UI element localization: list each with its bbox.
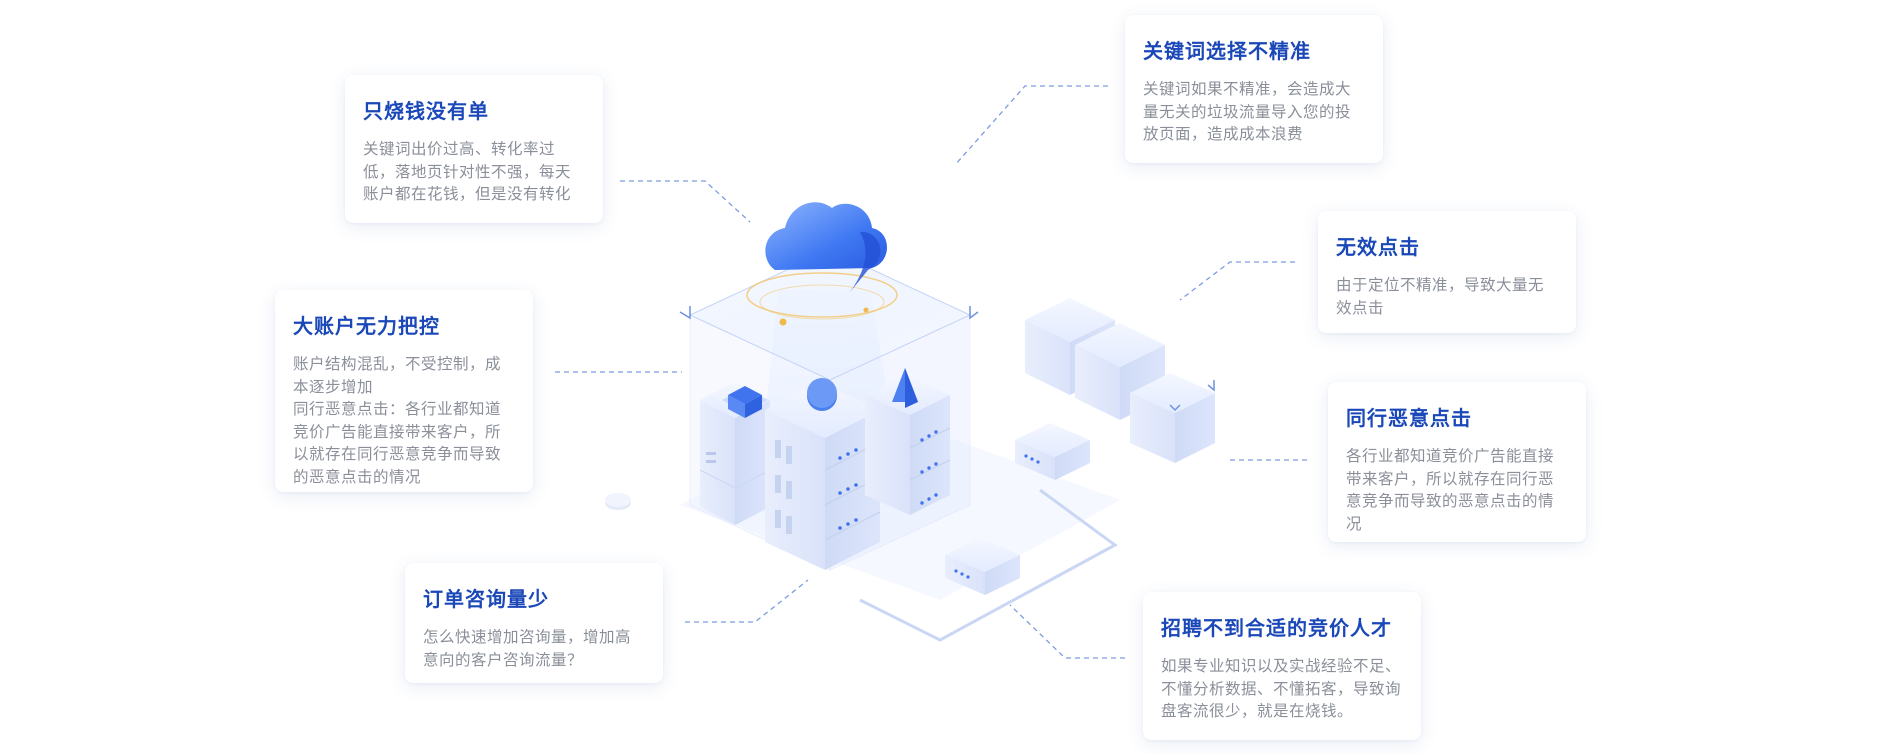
card-keyword-inaccurate: 关键词选择不精准 关键词如果不精准，会造成大量无关的垃圾流量导入您的投放页面，造… xyxy=(1125,15,1383,163)
connector-lines xyxy=(555,85,1310,659)
card-title: 同行恶意点击 xyxy=(1346,406,1472,430)
card-description: 由于定位不精准，导致大量无效点击 xyxy=(1336,276,1545,317)
cloud-icon xyxy=(746,202,898,326)
card-talent-hiring: 招聘不到合适的竞价人才 如果专业知识以及实战经验不足、不懂分析数据、不懂拓客，导… xyxy=(1143,592,1421,740)
card-invalid-click: 无效点击 由于定位不精准，导致大量无效点击 xyxy=(1318,211,1576,333)
card-malicious-click: 同行恶意点击 各行业都知道竞价广告能直接带来客户，所以就存在同行恶意竞争而导致的… xyxy=(1328,382,1586,542)
server-stack-center xyxy=(765,378,881,570)
server-stack-right xyxy=(865,368,951,515)
card-description: 各行业都知道竞价广告能直接带来客户，所以就存在同行恶意竞争而导致的恶意点击的情况 xyxy=(1346,447,1555,533)
card-big-account: 大账户无力把控 账户结构混乱，不受控制，成本逐步增加 同行恶意点击：各行业都知道… xyxy=(275,290,533,492)
card-title: 无效点击 xyxy=(1336,235,1420,259)
card-description: 关键词出价过高、转化率过低，落地页针对性不强，每天账户都在花钱，但是没有转化 xyxy=(363,140,572,203)
connector-talent xyxy=(1009,604,1125,659)
card-description: 关键词如果不精准，会造成大量无关的垃圾流量导入您的投放页面，造成成本浪费 xyxy=(1143,80,1352,143)
card-low-orders: 订单咨询量少 怎么快速增加咨询量，增加高意向的客户咨询流量？ xyxy=(405,563,663,683)
connector-keyword xyxy=(954,85,1108,166)
card-title: 关键词选择不精准 xyxy=(1143,39,1311,63)
router-device-top xyxy=(1015,423,1090,480)
card-burn-money: 只烧钱没有单 关键词出价过高、转化率过低，落地页针对性不强，每天账户都在花钱，但… xyxy=(345,75,603,223)
router-device-bottom xyxy=(945,538,1020,595)
blue-cube-box xyxy=(722,386,768,418)
card-description: 怎么快速增加咨询量，增加高意向的客户咨询流量？ xyxy=(423,628,632,669)
data-blocks-cluster xyxy=(1025,298,1215,463)
card-description: 账户结构混乱，不受控制，成本逐步增加 同行恶意点击：各行业都知道竞价广告能直接带… xyxy=(293,355,502,486)
connector-invalid-click xyxy=(1179,261,1295,301)
card-title: 订单咨询量少 xyxy=(423,587,549,611)
card-title: 招聘不到合适的竞价人才 xyxy=(1161,616,1392,640)
connector-burn-money xyxy=(620,180,751,223)
card-title: 只烧钱没有单 xyxy=(363,99,489,123)
card-description: 如果专业知识以及实战经验不足、不懂分析数据、不懂拓客，导致询盘客流很少，就是在烧… xyxy=(1161,657,1402,720)
card-title: 大账户无力把控 xyxy=(293,314,440,338)
connector-low-orders xyxy=(685,579,809,623)
